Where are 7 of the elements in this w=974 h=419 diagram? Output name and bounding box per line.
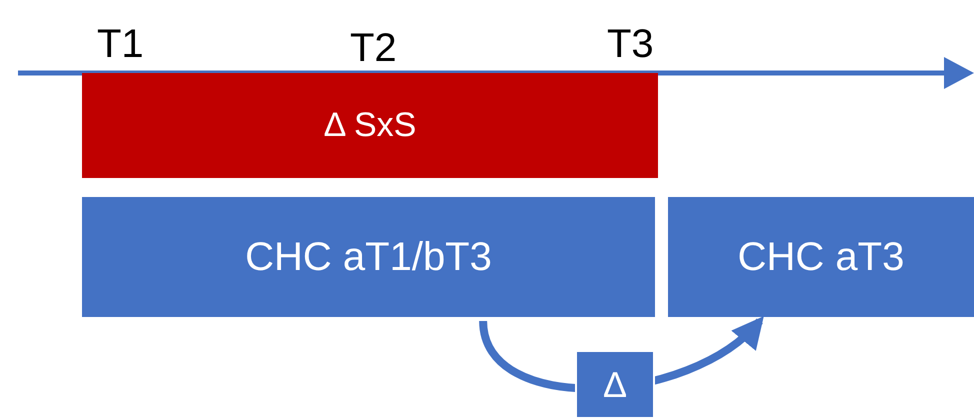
time-span-bar: Δ SxS [82, 73, 658, 178]
time-point-label: T2 [350, 26, 397, 71]
time-point-label: T3 [607, 22, 654, 67]
process-box: CHC aT1/bT3 [82, 197, 655, 317]
time-point-label: T1 [97, 22, 144, 67]
process-box: CHC aT3 [668, 197, 974, 317]
edge-label: Δ [575, 350, 655, 419]
